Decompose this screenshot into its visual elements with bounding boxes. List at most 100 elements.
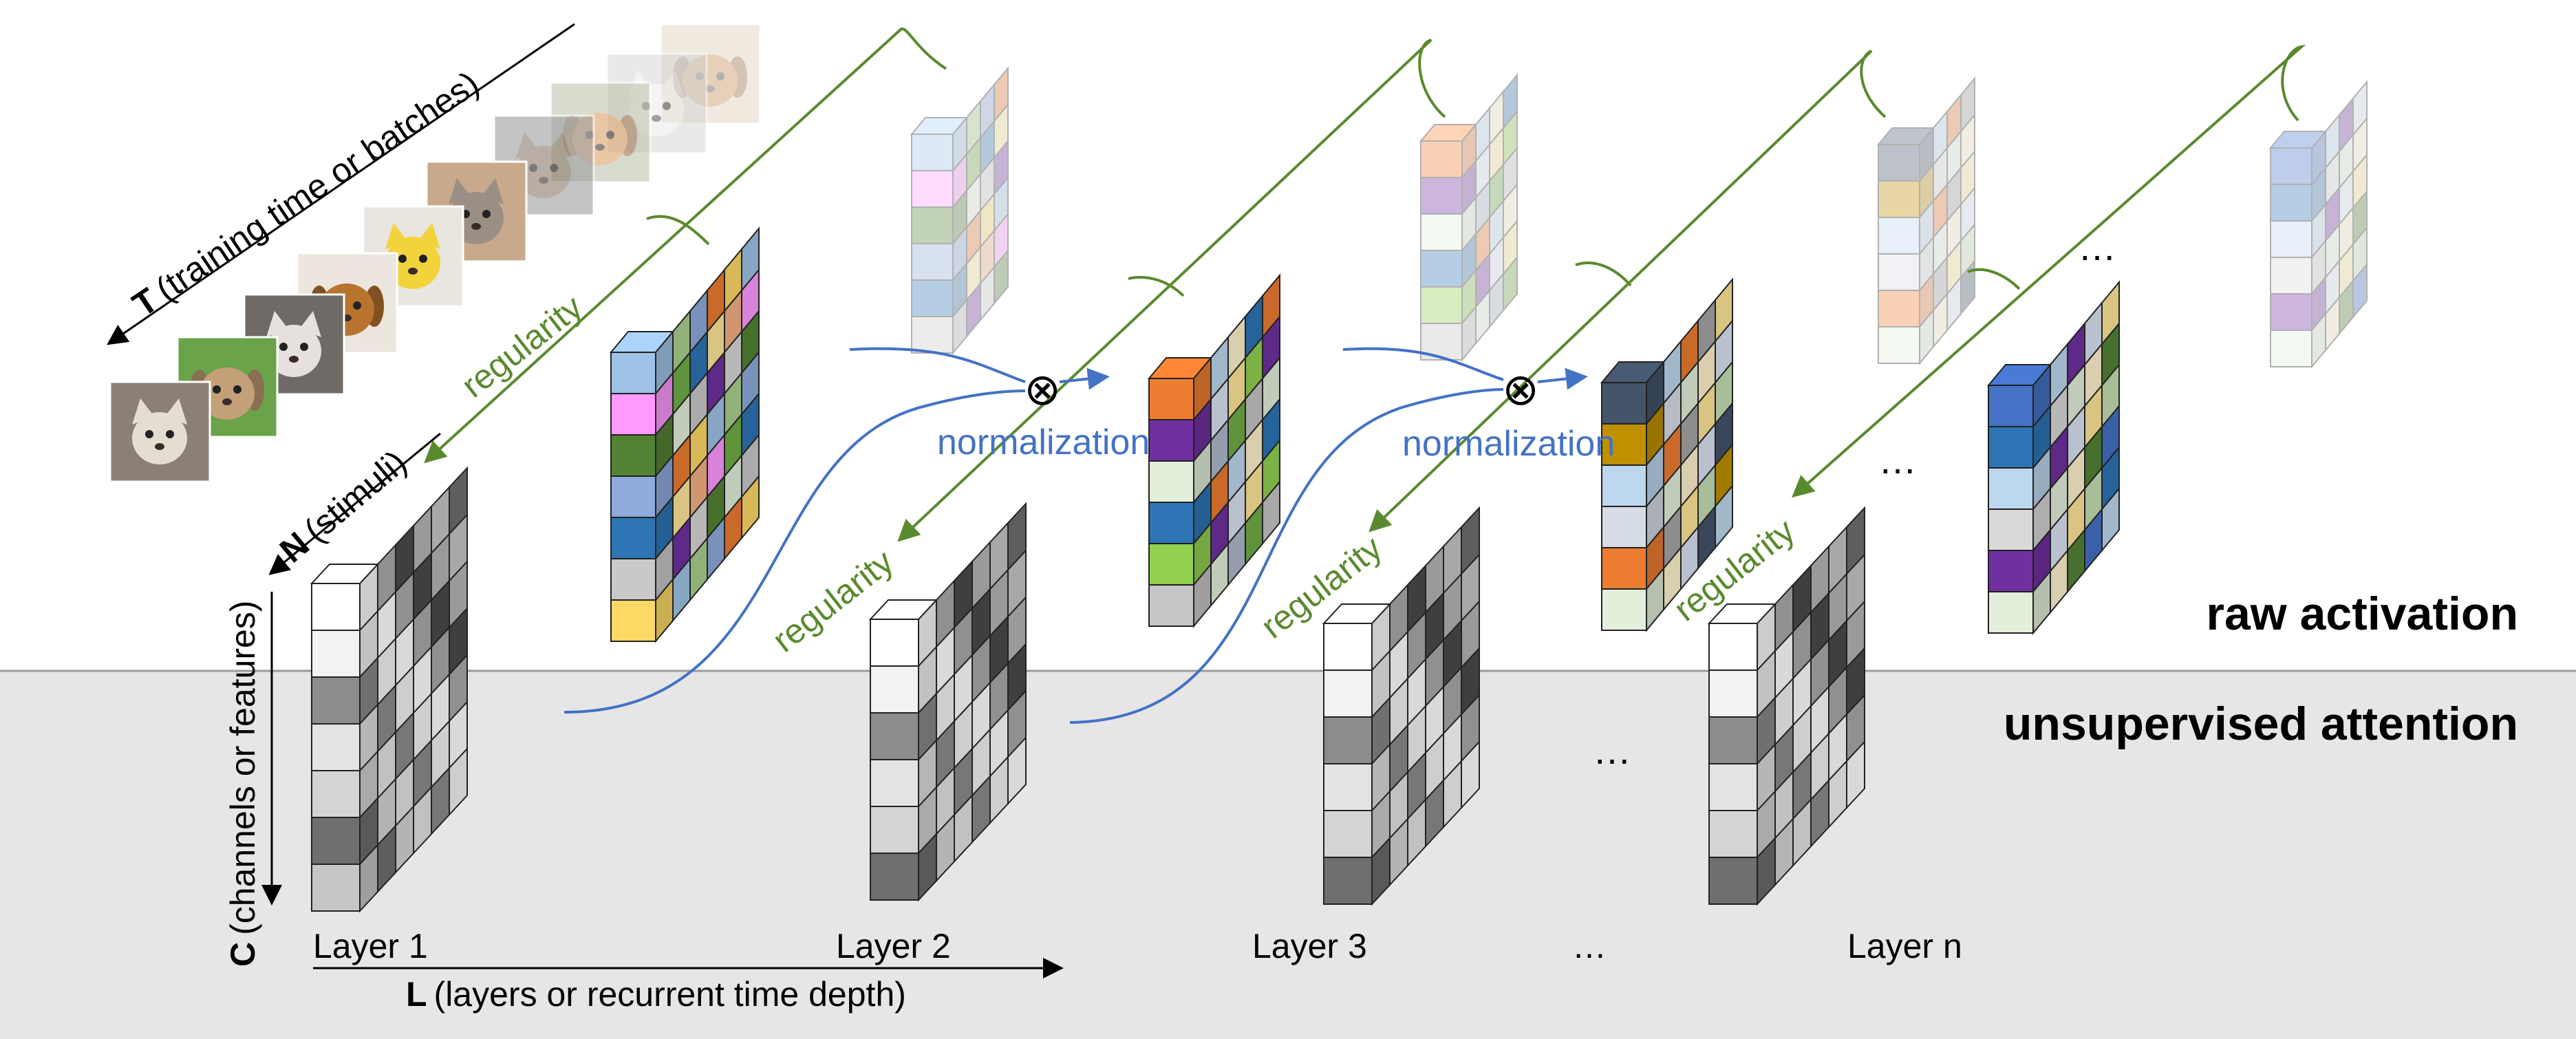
- normalization-curve: [1069, 388, 1504, 724]
- block-cell: [1322, 603, 1392, 624]
- block-cell: [1601, 423, 1647, 466]
- block-cell: [2339, 242, 2354, 299]
- block-cell: [870, 806, 919, 854]
- block-cell: [359, 843, 378, 913]
- normalization-label-2: normalization: [1402, 424, 1615, 464]
- normalization-curves: [564, 347, 1588, 724]
- block-cell: [1323, 716, 1373, 764]
- block-cell: [2339, 169, 2354, 226]
- block-cell: [980, 192, 995, 249]
- block-cell: [2325, 259, 2340, 316]
- dog-photo-icon: [659, 23, 762, 125]
- block-cell: [1503, 73, 1518, 130]
- block-cell: [1707, 603, 1777, 624]
- block-cell: [1193, 562, 1212, 628]
- block-cell: [1946, 202, 1962, 259]
- block-cell: [1503, 255, 1518, 312]
- n-axis-desc: (stimuli): [297, 442, 414, 549]
- block-cell: [1489, 162, 1504, 219]
- block-cell: [994, 66, 1009, 123]
- block-cell: [610, 393, 656, 436]
- block-cell: [311, 770, 361, 818]
- block-cell: [1988, 467, 2034, 510]
- regularity-curves: [424, 28, 2306, 542]
- l-axis-letter: L: [406, 975, 427, 1014]
- block-cell: [610, 599, 656, 642]
- block-cell: [2311, 129, 2326, 186]
- block-cell: [1475, 215, 1490, 272]
- normalization-curve: [1537, 367, 1588, 390]
- block-cell: [1878, 326, 1920, 364]
- block-cell: [1475, 142, 1490, 200]
- attention-block-1: [310, 466, 468, 913]
- block-cell: [1988, 426, 2034, 469]
- layer-label-3: Layer 3: [1252, 927, 1367, 965]
- block-cell: [2352, 262, 2368, 319]
- block-cell: [994, 139, 1009, 196]
- layer-label-1: Layer 1: [313, 927, 428, 965]
- activation-block-1: [609, 226, 760, 643]
- regularity-curve: [646, 215, 710, 246]
- block-cell: [1946, 239, 1962, 296]
- activation-block-3: [1600, 277, 1733, 632]
- block-cell: [1986, 364, 2052, 386]
- normalization-curve: [1342, 347, 1504, 381]
- block-cell: [870, 665, 919, 714]
- block-cell: [1919, 199, 1934, 256]
- block-cell: [1646, 566, 1664, 632]
- block-cell: [1475, 179, 1490, 236]
- block-cell: [1919, 162, 1934, 219]
- block-cell: [952, 152, 967, 209]
- block-cell: [1420, 213, 1463, 251]
- block-cell: [1933, 109, 1948, 167]
- block-cell: [2311, 275, 2326, 332]
- block-cell: [870, 619, 919, 667]
- block-cell: [2339, 206, 2354, 263]
- attention-blocks: [310, 466, 1865, 913]
- block-cell: [610, 434, 656, 477]
- block-cell: [1878, 180, 1920, 218]
- block-cell: [1148, 584, 1194, 627]
- activation-blocks: [609, 226, 2120, 643]
- regularity-curve: [1575, 261, 1632, 287]
- block-cell: [1988, 385, 2034, 427]
- block-cell: [1708, 623, 1758, 671]
- block-cell: [1708, 670, 1758, 718]
- block-cell: [2270, 147, 2312, 185]
- block-cell: [1489, 89, 1504, 147]
- ellipsis-mid: …: [1878, 438, 1917, 482]
- cat-photo-icon: [109, 381, 211, 483]
- block-cell: [610, 352, 656, 394]
- block-cell: [1919, 235, 1934, 292]
- block-cell: [1475, 288, 1490, 345]
- regularity-label-1: regularity: [454, 288, 590, 405]
- block-cell: [918, 832, 937, 902]
- block-cell: [1489, 199, 1504, 256]
- layer-label-ellipsis: …: [1572, 927, 1607, 965]
- block-cell: [1461, 268, 1477, 325]
- block-cell: [980, 156, 995, 213]
- block-cell: [1148, 419, 1194, 462]
- block-cell: [1601, 547, 1647, 590]
- block-cell: [1503, 182, 1518, 239]
- block-cell: [2339, 96, 2354, 153]
- block-cell: [980, 228, 995, 286]
- stimuli-image-stack: [109, 23, 762, 483]
- block-cell: [1757, 836, 1776, 906]
- block-cell: [1323, 857, 1373, 905]
- block-cell: [1503, 146, 1518, 203]
- block-cell: [952, 225, 967, 282]
- block-cell: [2339, 279, 2354, 336]
- faded-block-1: [910, 66, 1009, 355]
- block-cell: [1919, 126, 1934, 183]
- block-cell: [952, 189, 967, 246]
- block-cell: [311, 723, 361, 771]
- block-cell: [1323, 623, 1373, 671]
- cat-photo-icon: [243, 293, 345, 396]
- block-cell: [1148, 502, 1194, 544]
- block-cell: [1420, 140, 1463, 178]
- block-cell: [609, 331, 675, 353]
- block-cell: [1420, 250, 1463, 288]
- block-cell: [966, 208, 981, 266]
